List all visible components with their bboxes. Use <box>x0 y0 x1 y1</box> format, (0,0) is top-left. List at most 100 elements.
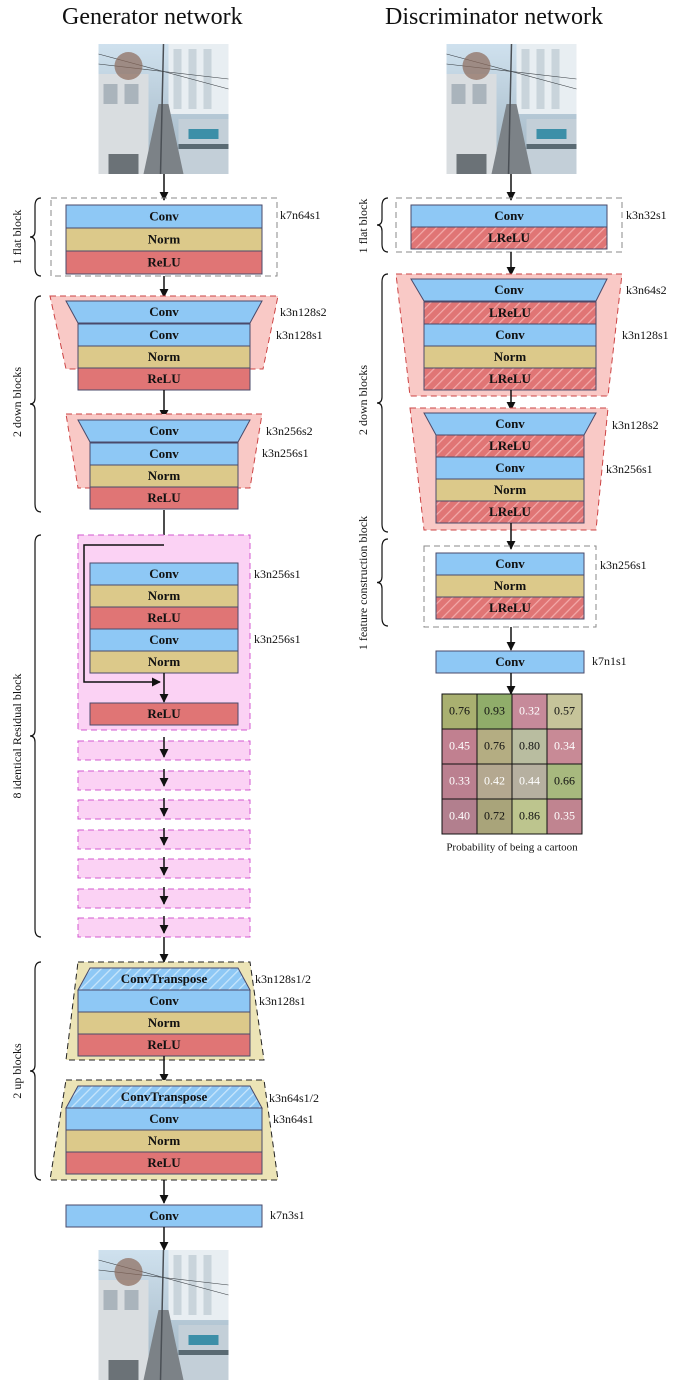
probability-value: 0.35 <box>554 808 575 822</box>
gen-up2-relu-box <box>65 1151 263 1175</box>
probability-value: 0.76 <box>484 738 505 752</box>
probability-value: 0.42 <box>484 773 505 787</box>
gen-res-norm2: Norm <box>148 654 181 669</box>
output-image <box>97 1250 230 1380</box>
disc-feature-brace <box>376 538 389 627</box>
disc-flat-label: 1 flat block <box>356 199 370 254</box>
probability-value: 0.44 <box>519 773 540 787</box>
gen-up1-spec-t: k3n128s1/2 <box>255 972 311 986</box>
skip-connection <box>83 544 164 687</box>
disc-final-conv-box <box>435 650 585 674</box>
disc-flat-lrelu-box <box>410 226 608 250</box>
gen-up-brace <box>29 961 42 1181</box>
probability-value: 0.93 <box>484 703 505 717</box>
gen-up2-convt: ConvTranspose <box>121 1089 208 1104</box>
disc-down1-conv-s2-box <box>410 278 608 302</box>
generator-title: Generator network <box>62 4 243 30</box>
probability-cell <box>546 728 583 765</box>
gen-up-label: 2 up blocks <box>10 1043 24 1099</box>
probability-value: 0.57 <box>554 703 575 717</box>
probability-value: 0.66 <box>554 773 575 787</box>
disc-down2-conv: Conv <box>495 460 525 475</box>
disc-down1-conv: Conv <box>495 327 525 342</box>
disc-feature-block <box>423 545 597 628</box>
probability-cell <box>441 693 478 730</box>
disc-down-label: 2 down blocks <box>356 365 370 435</box>
discriminator-title: Discriminator network <box>385 4 603 30</box>
disc-flat-block <box>395 197 623 253</box>
disc-flat-spec: k3n32s1 <box>626 208 667 222</box>
probability-cell <box>546 693 583 730</box>
probability-value: 0.40 <box>449 808 470 822</box>
disc-down2-lrelu1: LReLU <box>489 438 532 453</box>
disc-feature-label: 1 feature construction block <box>356 516 370 650</box>
disc-down2-lrelu2: LReLU <box>489 504 532 519</box>
disc-flat-brace <box>376 197 389 253</box>
gen-res-norm1: Norm <box>148 588 181 603</box>
probability-value: 0.34 <box>554 738 575 752</box>
probability-cell <box>511 693 548 730</box>
disc-feature-spec: k3n256s1 <box>600 558 647 572</box>
gen-up1-spec-s1: k3n128s1 <box>259 994 306 1008</box>
disc-feature-conv: Conv <box>495 556 525 571</box>
gen-res-brace <box>29 534 42 938</box>
gen-flat-relu: ReLU <box>147 254 181 269</box>
disc-feature-lrelu: LReLU <box>489 600 532 615</box>
probability-value: 0.80 <box>519 738 540 752</box>
gen-up2-conv: Conv <box>149 1111 179 1126</box>
gen-flat-conv: Conv <box>149 208 179 223</box>
gen-up1-relu: ReLU <box>147 1037 181 1052</box>
probability-cell <box>511 763 548 800</box>
disc-down1-conv-s2: Conv <box>494 282 524 297</box>
gen-down1-conv: Conv <box>149 327 179 342</box>
gen-down1-conv-s2: Conv <box>149 304 179 319</box>
gen-up1-conv: Conv <box>149 993 179 1008</box>
probability-cell <box>441 728 478 765</box>
gen-down-label: 2 down blocks <box>10 367 24 437</box>
gen-res-relu-out-box <box>89 702 239 726</box>
gen-down2-conv-s2-box <box>77 419 251 443</box>
gen-down-brace <box>29 295 42 513</box>
gen-res-spec1: k3n256s1 <box>254 567 301 581</box>
gen-res-label: 8 identical Residual block <box>10 674 24 799</box>
disc-down2-conv-s2: Conv <box>495 416 525 431</box>
gen-down1-conv-s2-box <box>65 300 263 324</box>
probability-cell <box>441 798 478 835</box>
probability-value: 0.86 <box>519 808 540 822</box>
gen-down1-spec-s2: k3n128s2 <box>280 305 327 319</box>
gen-flat-label: 1 flat block <box>10 210 24 265</box>
probability-cell <box>511 728 548 765</box>
disc-input-image <box>445 44 578 174</box>
gen-down2-relu: ReLU <box>147 490 181 505</box>
gen-down1-norm: Norm <box>148 349 181 364</box>
gen-final-conv: Conv <box>149 1208 179 1223</box>
gen-down2-conv-s2: Conv <box>149 423 179 438</box>
input-image <box>97 44 230 174</box>
probability-cell <box>476 763 513 800</box>
gen-down1-relu: ReLU <box>147 371 181 386</box>
gen-up1-norm: Norm <box>148 1015 181 1030</box>
disc-down2-norm: Norm <box>494 482 527 497</box>
disc-final-conv: Conv <box>495 654 525 669</box>
gen-down2-relu-box <box>89 486 239 510</box>
gen-flat-relu-box <box>65 250 263 275</box>
probability-value: 0.76 <box>449 703 470 717</box>
gen-flat-norm: Norm <box>148 231 181 246</box>
disc-down1-lrelu2-box <box>423 367 597 391</box>
disc-feature-lrelu-box <box>435 596 585 620</box>
probability-caption: Probability of being a cartoon <box>446 842 578 854</box>
disc-down-brace <box>376 273 389 533</box>
gen-up2-relu: ReLU <box>147 1155 181 1170</box>
probability-cell <box>546 763 583 800</box>
probability-cell <box>546 798 583 835</box>
gen-flat-brace <box>29 197 42 277</box>
disc-feature-norm: Norm <box>494 578 527 593</box>
gen-up2-norm: Norm <box>148 1133 181 1148</box>
gen-down2-spec-s2: k3n256s2 <box>266 424 313 438</box>
gen-up2-spec-t: k3n64s1/2 <box>269 1091 319 1105</box>
gen-res-relu1: ReLU <box>147 610 181 625</box>
gen-up1-convt: ConvTranspose <box>121 971 208 986</box>
